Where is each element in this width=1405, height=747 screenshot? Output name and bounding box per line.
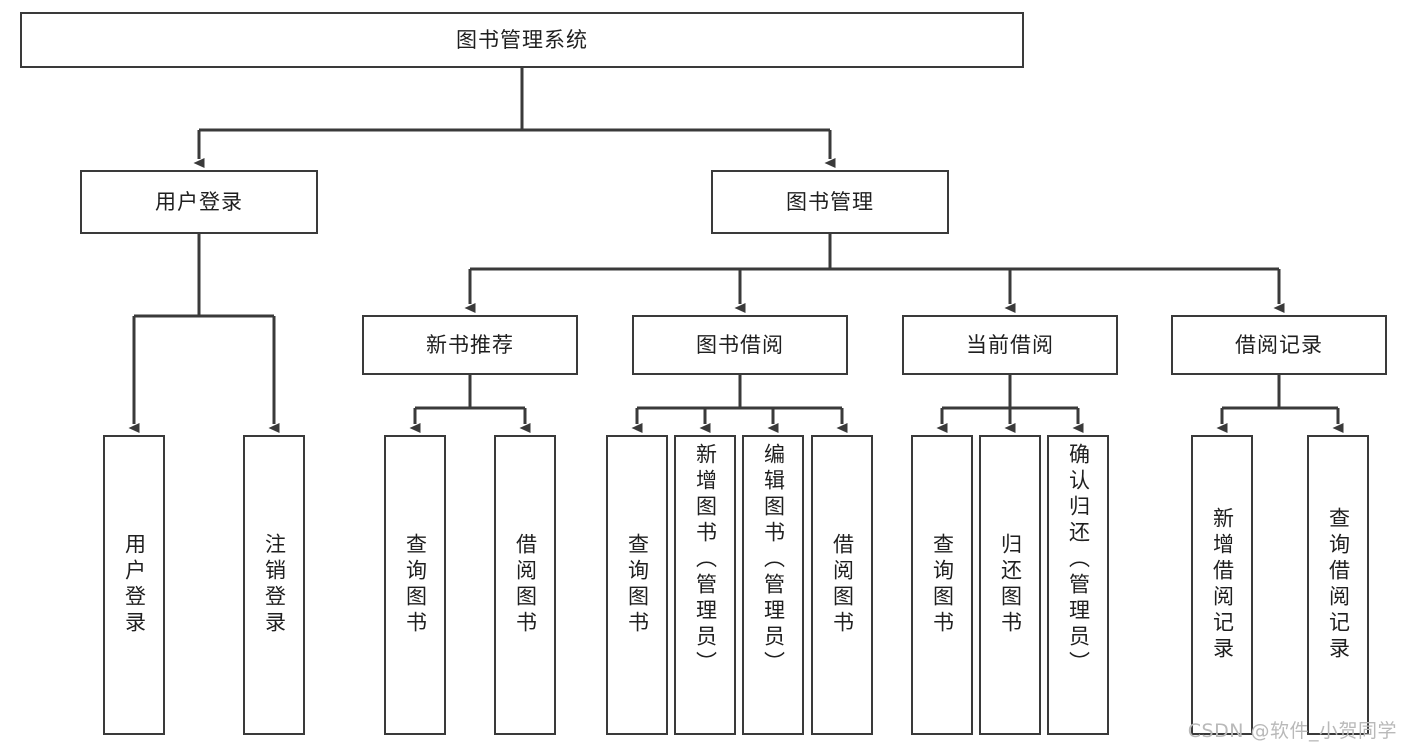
leaf-record-query-record-label: 查询借阅记录 bbox=[1326, 507, 1351, 663]
node-book-management[interactable]: 图书管理 bbox=[711, 170, 949, 234]
node-book-borrow[interactable]: 图书借阅 bbox=[632, 315, 848, 375]
leaf-borrow-add-book-admin[interactable]: 新增图书（管理员） bbox=[674, 435, 736, 735]
leaf-user-login[interactable]: 用户登录 bbox=[103, 435, 165, 735]
leaf-record-add-record[interactable]: 新增借阅记录 bbox=[1191, 435, 1253, 735]
node-new-book-recommend-label: 新书推荐 bbox=[426, 332, 514, 357]
leaf-current-confirm-return-admin-label: 确认归还（管理员） bbox=[1066, 443, 1091, 677]
leaf-borrow-query-book-label: 查询图书 bbox=[625, 533, 650, 637]
leaf-user-login-label: 用户登录 bbox=[122, 533, 147, 637]
leaf-borrow-borrow-book-label: 借阅图书 bbox=[830, 533, 855, 637]
leaf-borrow-edit-book-admin-label: 编辑图书（管理员） bbox=[761, 443, 786, 677]
leaf-new-book-borrow-book-label: 借阅图书 bbox=[513, 533, 538, 637]
leaf-borrow-add-book-admin-label: 新增图书（管理员） bbox=[693, 443, 718, 677]
leaf-logout-label: 注销登录 bbox=[262, 533, 287, 637]
node-current-borrow-label: 当前借阅 bbox=[966, 332, 1054, 357]
node-user-login[interactable]: 用户登录 bbox=[80, 170, 318, 234]
leaf-new-book-query-book-label: 查询图书 bbox=[403, 533, 428, 637]
node-borrow-record-label: 借阅记录 bbox=[1235, 332, 1323, 357]
leaf-borrow-borrow-book[interactable]: 借阅图书 bbox=[811, 435, 873, 735]
leaf-current-return-book-label: 归还图书 bbox=[998, 533, 1023, 637]
leaf-record-query-record[interactable]: 查询借阅记录 bbox=[1307, 435, 1369, 735]
node-current-borrow[interactable]: 当前借阅 bbox=[902, 315, 1118, 375]
leaf-record-add-record-label: 新增借阅记录 bbox=[1210, 507, 1235, 663]
node-new-book-recommend[interactable]: 新书推荐 bbox=[362, 315, 578, 375]
leaf-borrow-edit-book-admin[interactable]: 编辑图书（管理员） bbox=[742, 435, 804, 735]
node-book-management-label: 图书管理 bbox=[786, 189, 874, 214]
leaf-current-query-book-label: 查询图书 bbox=[930, 533, 955, 637]
node-root-label: 图书管理系统 bbox=[456, 27, 588, 52]
leaf-borrow-query-book[interactable]: 查询图书 bbox=[606, 435, 668, 735]
node-user-login-label: 用户登录 bbox=[155, 189, 243, 214]
node-borrow-record[interactable]: 借阅记录 bbox=[1171, 315, 1387, 375]
leaf-new-book-query-book[interactable]: 查询图书 bbox=[384, 435, 446, 735]
leaf-new-book-borrow-book[interactable]: 借阅图书 bbox=[494, 435, 556, 735]
leaf-logout[interactable]: 注销登录 bbox=[243, 435, 305, 735]
node-book-borrow-label: 图书借阅 bbox=[696, 332, 784, 357]
leaf-current-return-book[interactable]: 归还图书 bbox=[979, 435, 1041, 735]
csdn-watermark: CSDN @软件_小贺同学 bbox=[1187, 720, 1397, 742]
leaf-current-confirm-return-admin[interactable]: 确认归还（管理员） bbox=[1047, 435, 1109, 735]
node-root-book-management-system[interactable]: 图书管理系统 bbox=[20, 12, 1024, 68]
leaf-current-query-book[interactable]: 查询图书 bbox=[911, 435, 973, 735]
